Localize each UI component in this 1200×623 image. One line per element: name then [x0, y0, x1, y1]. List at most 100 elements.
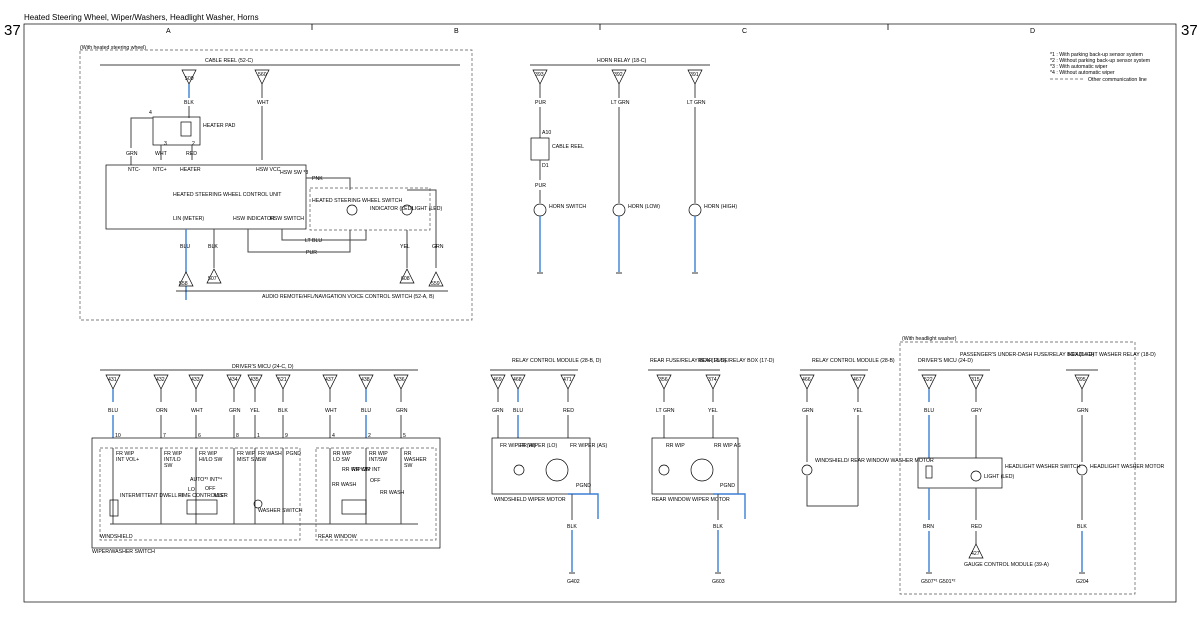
horn-section: HORN RELAY (18-C) 393 392 391 PUR A10 D1… [530, 58, 737, 274]
rr-ltgrn: LT GRN [656, 408, 675, 414]
gauge-label: GAUGE CONTROL MODULE (39-A) [964, 562, 1049, 568]
rr-wash-2: RR WASH [380, 490, 405, 496]
heater-label: HEATER [180, 167, 201, 173]
hsw-vcc: HSW VCC [256, 167, 281, 173]
hl-light-led-label: LIGHT (LED) [984, 474, 1014, 480]
pin-3: 3 [164, 141, 167, 147]
mist-label: MIST [214, 493, 227, 499]
wiper-function-label: INT/SW [369, 457, 387, 463]
wiper-motor-icon [513, 464, 525, 476]
horn-pur: PUR [535, 100, 546, 106]
washer-module-label: RELAY CONTROL MODULE (28-B) [812, 358, 895, 364]
horn-low-icon [612, 203, 626, 217]
windshield-wiper-motor-section: RELAY CONTROL MODULE (28-B, D) 469 468 4… [490, 358, 607, 585]
wiper-connector-label: 432 [156, 377, 165, 383]
note-1: *1 : With parking back-up sensor system [1050, 52, 1143, 58]
wiper-function-label: RR WIP [369, 451, 388, 457]
page-number-left: 37 [4, 22, 21, 39]
diagram-title: Heated Steering Wheel, Wiper/Washers, He… [24, 13, 259, 22]
wiper-connector-label: 433 [191, 377, 200, 383]
heater-pad [152, 116, 201, 146]
wiper-connector-435 [247, 374, 263, 390]
ws-module-label: RELAY CONTROL MODULE (28-B, D) [512, 358, 602, 364]
wiper-wire-color: GRN [229, 408, 241, 414]
blk-label: BLK [184, 100, 194, 106]
rr-box1-label: REAR FUSE/RELAY BOX (18-D) [650, 358, 726, 364]
wiper-function-label: MIST SW [237, 457, 259, 463]
ws-blk: BLK [567, 524, 577, 530]
lo-label: LO [188, 487, 195, 493]
washer-switch-label: WASHER SWITCH [258, 508, 303, 514]
rr-box2-label: REAR FUSE/RELAY BOX (17-D) [698, 358, 774, 364]
c467-label: 467 [853, 377, 862, 383]
connector-560 [254, 69, 270, 85]
wiper-function-label: RR WIP [333, 451, 352, 457]
wht-label: WHT [257, 100, 270, 106]
horn-relay-label: HORN RELAY (18-C) [597, 58, 647, 64]
horn-cable-reel-label: CABLE REEL [552, 144, 584, 150]
rr-wash-1: RR WASH [332, 482, 357, 488]
wiper-function-label: INT VOL+ [116, 457, 139, 463]
wht-label-2: WHT [155, 151, 168, 157]
windshield-box [99, 447, 301, 541]
windshield-wiper-motor [491, 437, 591, 495]
wiper-pin: 9 [285, 433, 288, 439]
wiper-wire-color: ORN [156, 408, 168, 414]
horn-switch-icon [533, 203, 547, 217]
ws-red: RED [563, 408, 574, 414]
rr-wip-int: RR WIP INT [352, 467, 381, 473]
wiper-connector-437 [322, 374, 338, 390]
hsw-sw: HSW SW *8 [280, 170, 308, 176]
c559-label: 559 [431, 281, 440, 287]
headlight-washer-section: (With headlight washer) DRIVER'S MICU (2… [899, 336, 1165, 595]
hl-motor-label: HEADLIGHT WASHER MOTOR [1090, 464, 1165, 470]
note-4: *4 : Without automatic wiper [1050, 70, 1115, 76]
wiper-wire-color: BLK [278, 408, 288, 414]
wiper-function-label: FR WIP [164, 451, 183, 457]
wiper-function-label: FR WIP [237, 451, 256, 457]
ws-grn: GRN [492, 408, 504, 414]
wiper-connector-521 [275, 374, 291, 390]
horn-ltgrn-2: LT GRN [687, 100, 706, 106]
wiper-function-label: FR WIP [199, 451, 218, 457]
indicator-led-label: INDICATOR (LED) [370, 206, 413, 212]
horn-switch-label: HORN SWITCH [549, 204, 586, 210]
rr-pgnd: PGND [720, 483, 735, 489]
rr-wip-on: RR WIP ON [342, 467, 370, 473]
note-2: *2 : Without parking back-up sensor syst… [1050, 58, 1150, 64]
washer-motor-section: RELAY CONTROL MODULE (28-B) 466 467 GRN … [799, 358, 934, 507]
wiper-wire-color: BLU [108, 408, 118, 414]
pur-label: PUR [306, 250, 317, 256]
connector-608 [399, 268, 415, 284]
wiper-function-label: SW [404, 463, 412, 469]
rear-window-label: REAR WINDOW [318, 534, 357, 540]
windshield-label: WINDSHIELD [100, 534, 133, 540]
wiper-lever-icon [186, 499, 218, 515]
connector-509 [181, 69, 197, 85]
c393-label: 393 [535, 72, 544, 78]
lt-blu-label: LT BLU [305, 238, 322, 244]
c391-label: 391 [690, 72, 699, 78]
rr-blk: BLK [713, 524, 723, 530]
wiper-connector-label: 434 [229, 377, 238, 383]
washer-yel: YEL [853, 408, 863, 414]
legend-notes: *1 : With parking back-up sensor system … [1050, 52, 1150, 83]
wiper-function-label: SW [164, 463, 172, 469]
wiper-connector-label: 437 [325, 377, 334, 383]
hl-brn: BRN [923, 524, 934, 530]
hl-light-led-icon [970, 470, 982, 482]
horn-ltgrn-1: LT GRN [611, 100, 630, 106]
washer-switch-icon [253, 499, 263, 509]
connector-559 [428, 271, 444, 287]
wiper-connector-438 [358, 374, 374, 390]
rear-motor-icon [658, 464, 670, 476]
wiper-pin: 6 [198, 433, 201, 439]
hsw-switch-label: HSW SWITCH [270, 216, 304, 222]
connector-427 [968, 543, 984, 559]
pin-4: 4 [149, 110, 152, 116]
wiper-pin: 10 [115, 433, 121, 439]
cable-reel-label: CABLE REEL (52-C) [205, 58, 253, 64]
c468-label: 468 [513, 377, 522, 383]
wiper-function-label: WASHER [404, 457, 427, 463]
